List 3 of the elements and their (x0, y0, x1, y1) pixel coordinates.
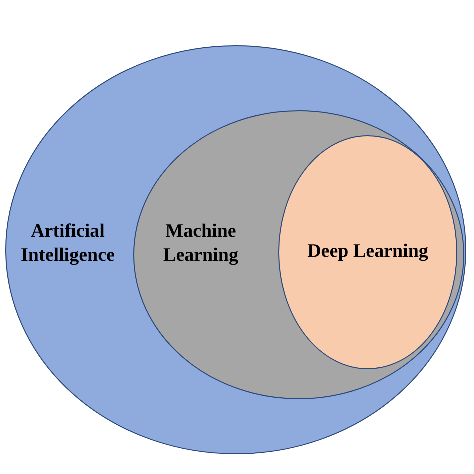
region-label: Artificial Intelligence (20, 220, 116, 268)
region-label: Machine Learning (162, 220, 240, 268)
region-label: Deep Learning (306, 240, 430, 264)
